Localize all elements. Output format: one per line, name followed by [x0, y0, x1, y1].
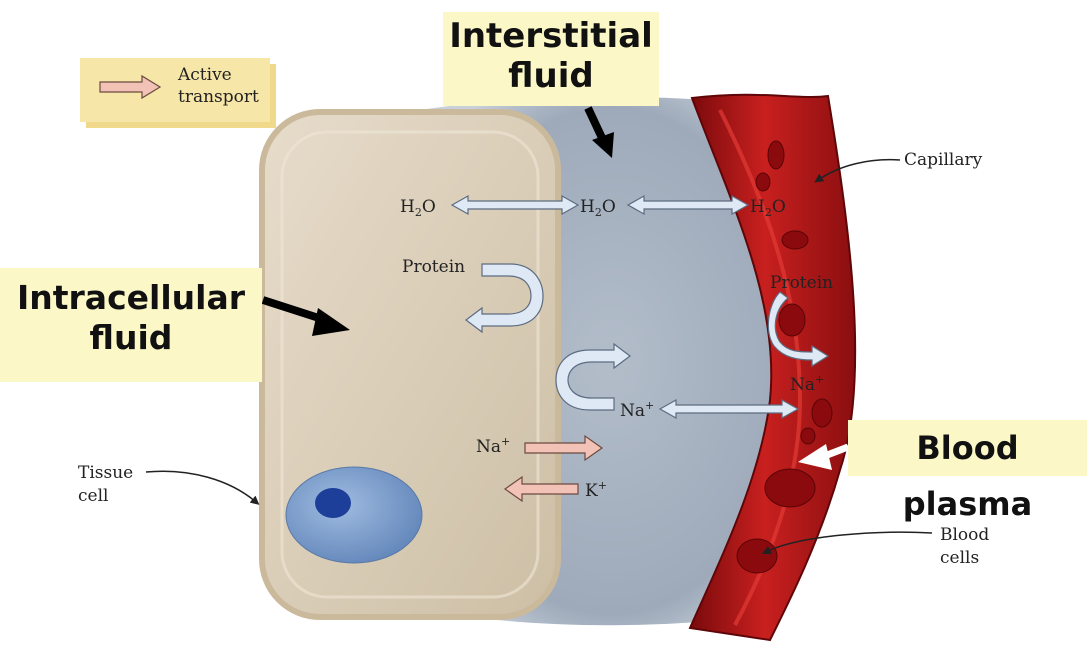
na-label-capillary: Na+	[790, 373, 824, 395]
legend-label: Active transport	[178, 65, 259, 107]
interstitial-callout-arrow	[584, 106, 614, 158]
nucleolus	[315, 488, 351, 518]
h2o-arrows	[450, 194, 750, 216]
tissue-cell-label-line1: Tissue	[78, 463, 133, 483]
tissue-cell-label-line2: cell	[78, 486, 108, 506]
blood-cell	[736, 538, 778, 574]
blood-cells-leader-line	[761, 531, 933, 555]
blood-cell-group	[736, 140, 833, 574]
blood-cell	[778, 303, 806, 337]
na-double-arrow	[658, 398, 800, 420]
intracellular-callout-arrow	[261, 296, 350, 336]
k-label-active: K+	[585, 479, 607, 501]
h2o-label-capillary: H2O	[750, 197, 786, 219]
nucleus	[285, 466, 423, 564]
interstitial-fluid-callout: Interstitial fluid	[443, 12, 659, 106]
blood-cell	[811, 398, 833, 428]
capillary-leader-line	[814, 158, 901, 183]
blood-plasma-callout: Blood plasma	[848, 420, 1087, 523]
intracellular-fluid-callout: Intracellular fluid	[0, 268, 262, 382]
legend-active-transport-arrow-icon	[99, 74, 162, 100]
na-label-active: Na+	[476, 435, 510, 457]
h2o-double-arrow-left	[450, 194, 580, 216]
k-active-transport-arrow	[503, 475, 579, 503]
na-label-interstitial: Na+	[620, 399, 654, 421]
blood-cell	[764, 468, 816, 508]
na-active-transport-arrow	[524, 434, 604, 462]
na-uturn-arrow	[555, 342, 631, 411]
protein-uturn-arrow-cell	[465, 263, 544, 334]
blood-cells-label-line1: Blood	[940, 525, 989, 545]
blood-cell	[800, 427, 816, 445]
protein-label-capillary: Protein	[770, 273, 833, 293]
capillary-vessel	[688, 93, 857, 642]
capillary-label: Capillary	[904, 150, 983, 170]
blood-cell	[767, 140, 785, 170]
tissue-cell-leader-line	[145, 470, 260, 505]
blood-cell	[755, 172, 771, 192]
h2o-label-cell: H2O	[400, 197, 436, 219]
protein-label-cell: Protein	[402, 257, 465, 277]
blood-plasma-callout-arrow	[798, 443, 850, 470]
h2o-double-arrow-right	[626, 194, 750, 216]
protein-uturn-arrow-capillary	[767, 291, 830, 368]
blood-cell	[781, 230, 809, 250]
blood-cells-label-line2: cells	[940, 548, 979, 568]
h2o-label-interstitial: H2O	[580, 197, 616, 219]
